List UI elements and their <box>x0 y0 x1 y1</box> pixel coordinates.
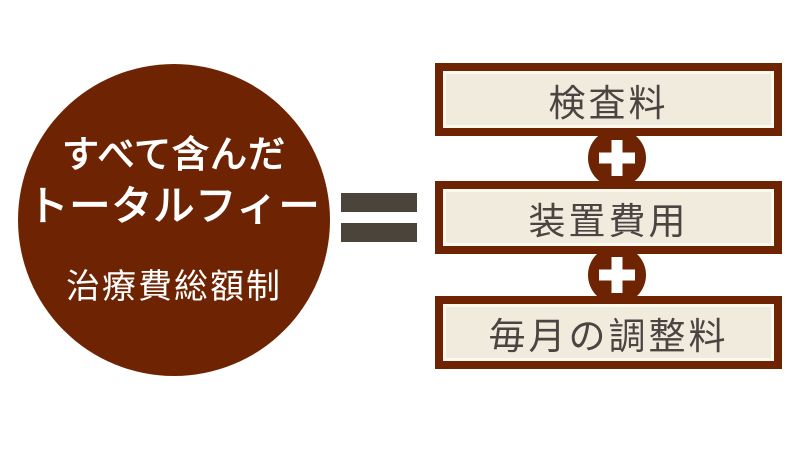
fee-item-label-monthly-adjustment: 毎月の調整料 <box>488 315 729 357</box>
equals-icon <box>341 193 417 242</box>
fee-item-box-examination: 検査料 <box>435 63 782 136</box>
equals-bar-bottom <box>341 223 417 242</box>
fee-item-box-appliance: 装置費用 <box>435 181 782 254</box>
total-fee-title-line2: トータルフィー <box>27 182 321 229</box>
total-fee-subtitle: 治療費総額制 <box>66 267 282 306</box>
equals-bar-top <box>341 193 417 212</box>
fee-item-box-monthly-adjustment: 毎月の調整料 <box>435 296 782 369</box>
fee-item-label-examination: 検査料 <box>548 82 669 124</box>
plus-icon <box>588 129 646 187</box>
total-fee-circle: すべて含んだ トータルフィー 治療費総額制 <box>18 64 330 376</box>
fee-item-label-appliance: 装置費用 <box>528 200 689 242</box>
total-fee-title-line1: すべて含んだ <box>62 134 286 176</box>
plus-icon <box>588 246 646 304</box>
